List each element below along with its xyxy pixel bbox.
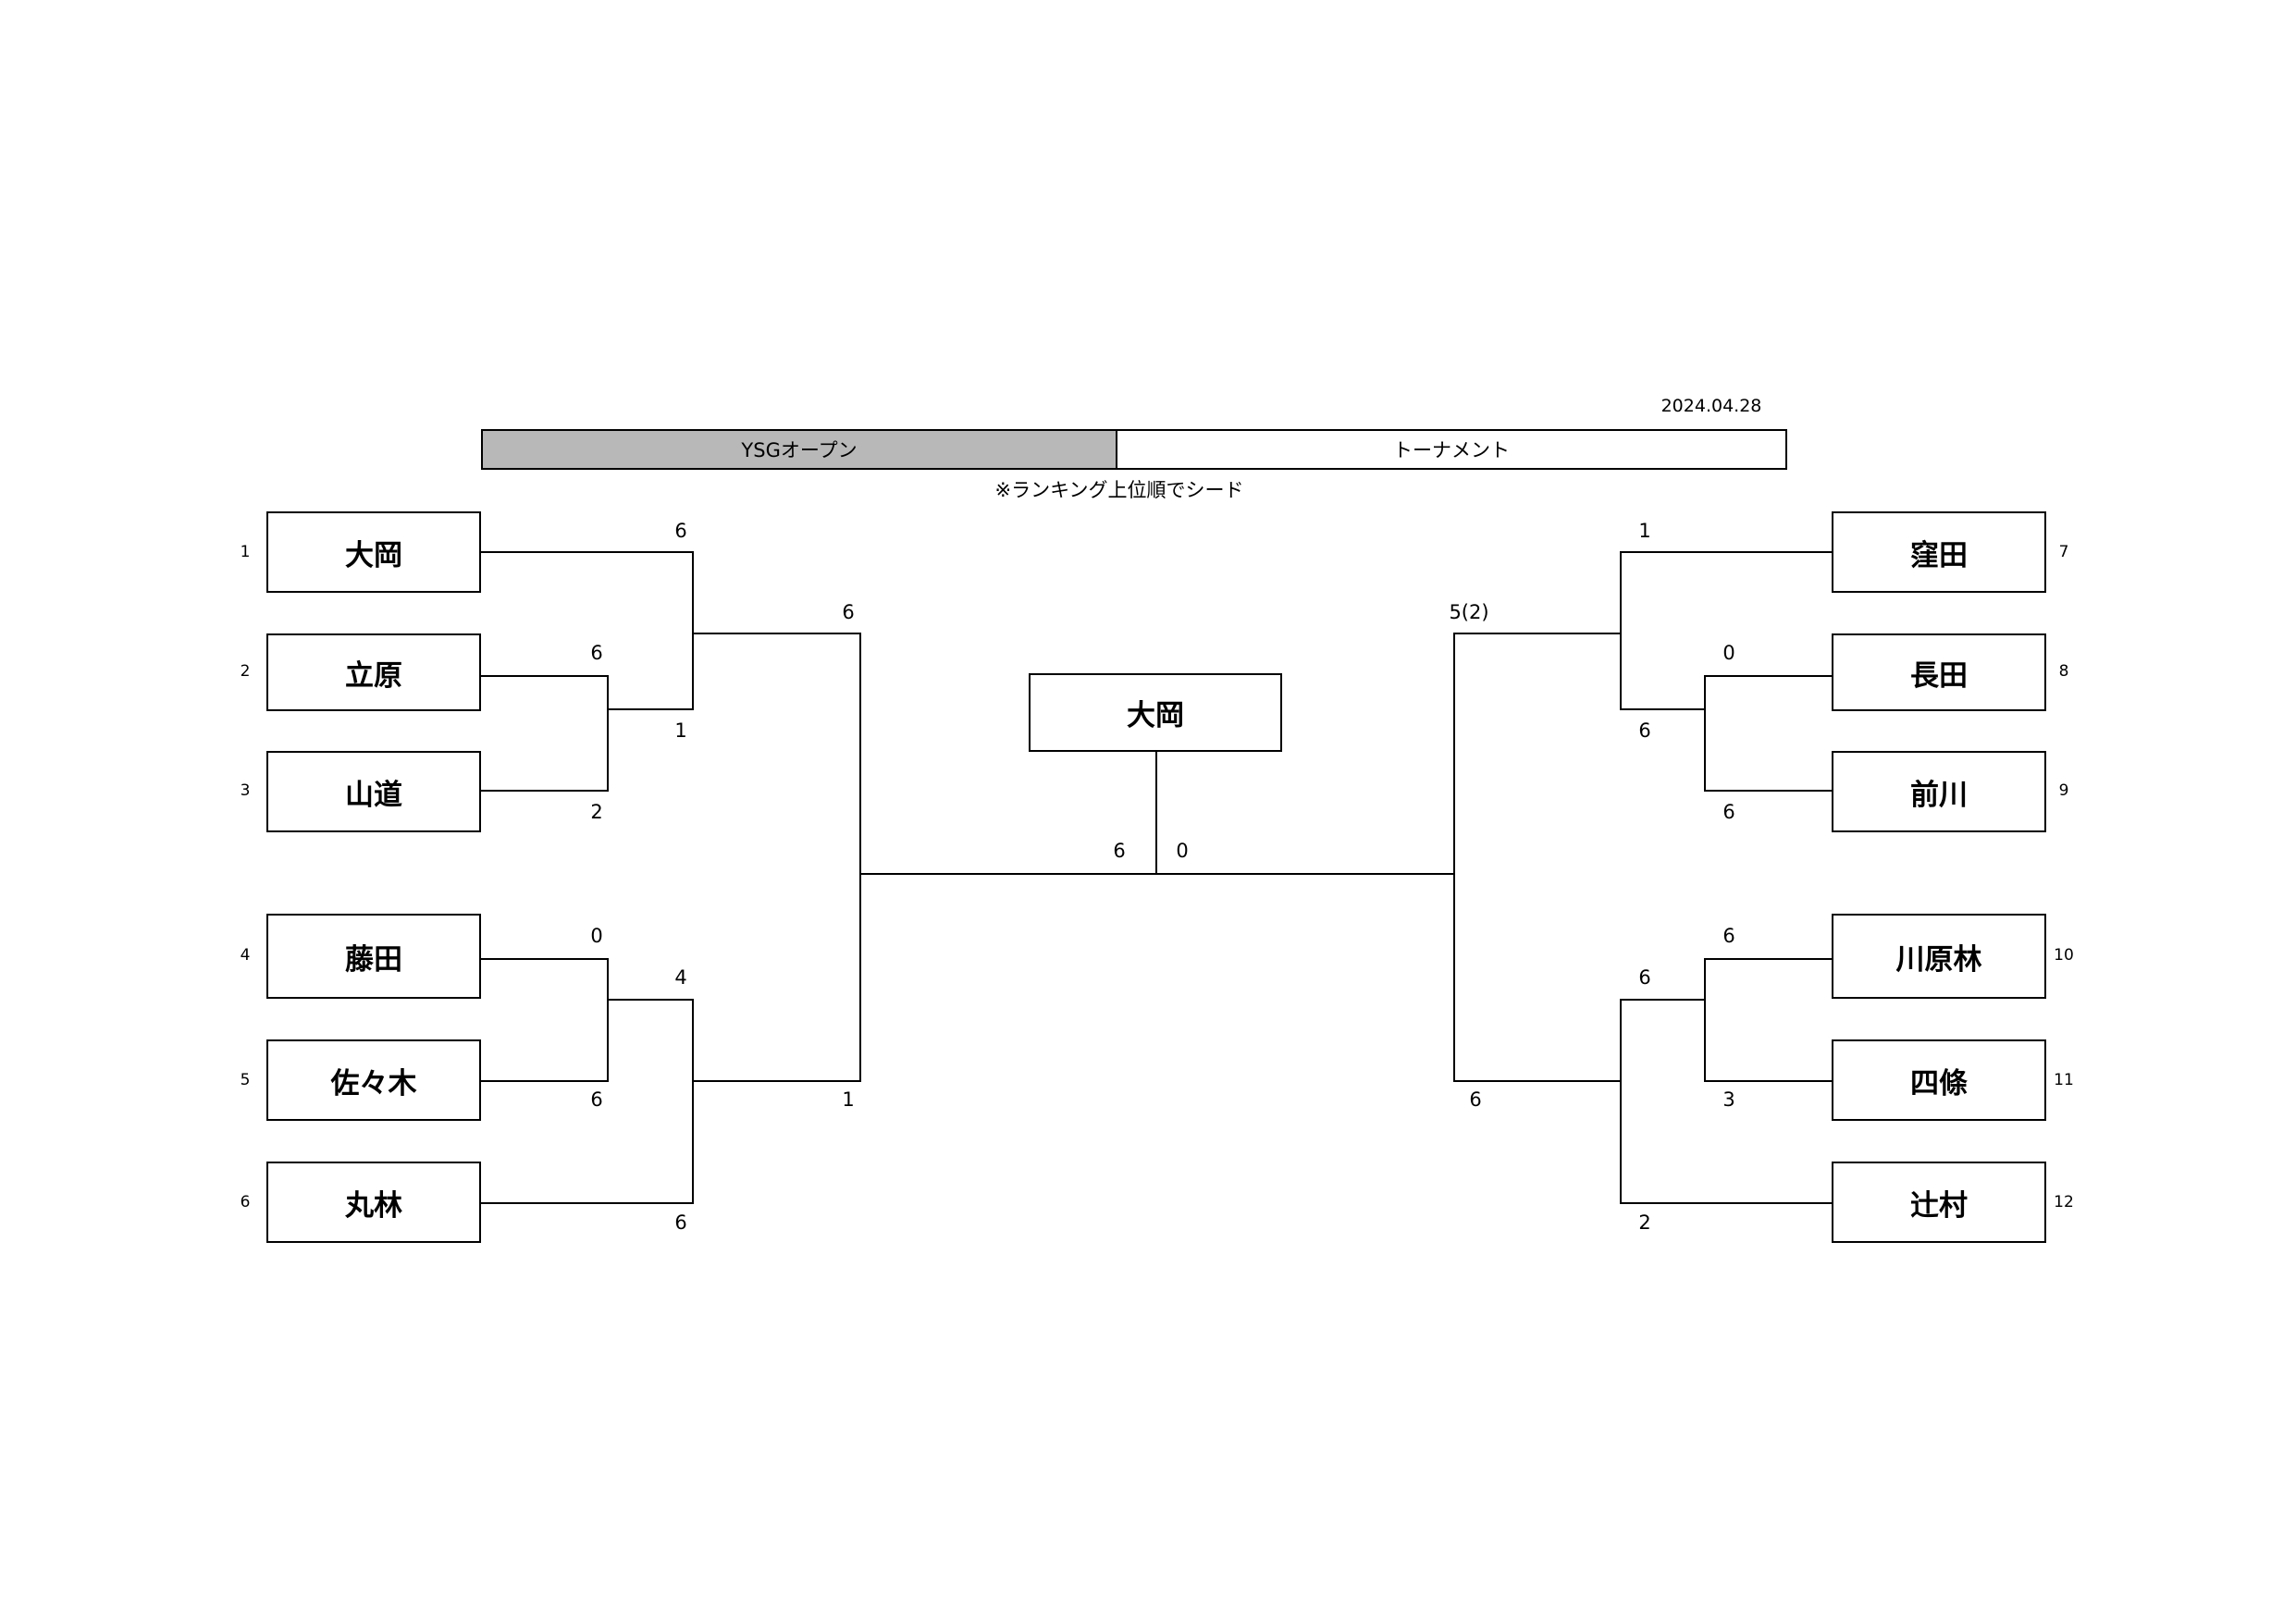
match-score: 6 — [1722, 801, 1735, 823]
match-score: 4 — [674, 966, 687, 989]
match-score: 6 — [1638, 719, 1651, 742]
match-score: 3 — [1722, 1088, 1735, 1111]
player-box: 四條 — [1832, 1039, 2046, 1121]
match-score: 6 — [842, 601, 855, 623]
match-score: 6 — [590, 1088, 603, 1111]
match-score: 5(2) — [1449, 601, 1489, 623]
match-score: 1 — [842, 1088, 855, 1111]
match-score: 6 — [590, 642, 603, 664]
seed-number: 7 — [2058, 543, 2069, 561]
seed-number: 5 — [240, 1071, 251, 1089]
player-box: 長田 — [1832, 633, 2046, 711]
seed-number: 8 — [2058, 662, 2069, 681]
match-score: 0 — [590, 925, 603, 947]
player-box: 前川 — [1832, 751, 2046, 832]
seed-number: 10 — [2054, 946, 2074, 965]
tournament-subtitle: トーナメント — [1393, 439, 1510, 461]
match-score: 2 — [590, 801, 603, 823]
match-score: 6 — [1638, 966, 1651, 989]
player-box: 藤田 — [266, 914, 481, 999]
match-score: 0 — [1722, 642, 1735, 664]
player-box: 大岡 — [266, 511, 481, 593]
seed-number: 4 — [240, 946, 251, 965]
match-score: 2 — [1638, 1211, 1651, 1234]
final-score-left: 6 — [1113, 840, 1126, 862]
match-score: 1 — [1638, 520, 1651, 542]
player-box: 辻村 — [1832, 1162, 2046, 1243]
champion-box: 大岡 — [1029, 673, 1282, 752]
player-box: 佐々木 — [266, 1039, 481, 1121]
seed-note: ※ランキング上位順でシード — [994, 479, 1244, 501]
match-score: 6 — [1722, 925, 1735, 947]
seed-number: 11 — [2054, 1071, 2074, 1089]
tournament-title: YSGオープン — [483, 431, 1117, 468]
match-score: 6 — [674, 520, 687, 542]
player-box: 立原 — [266, 633, 481, 711]
player-box: 山道 — [266, 751, 481, 832]
seed-number: 2 — [240, 662, 251, 681]
match-score: 6 — [674, 1211, 687, 1234]
match-score: 6 — [1469, 1088, 1482, 1111]
seed-number: 12 — [2054, 1193, 2074, 1211]
tournament-header: YSGオープン トーナメント — [481, 429, 1787, 470]
match-score: 1 — [674, 719, 687, 742]
seed-number: 9 — [2058, 781, 2069, 800]
seed-number: 6 — [240, 1193, 251, 1211]
seed-number: 3 — [240, 781, 251, 800]
seed-number: 1 — [240, 543, 251, 561]
date-label: 2024.04.28 — [1660, 396, 1762, 416]
player-box: 丸林 — [266, 1162, 481, 1243]
final-score-right: 0 — [1176, 840, 1189, 862]
player-box: 川原林 — [1832, 914, 2046, 999]
player-box: 窪田 — [1832, 511, 2046, 593]
